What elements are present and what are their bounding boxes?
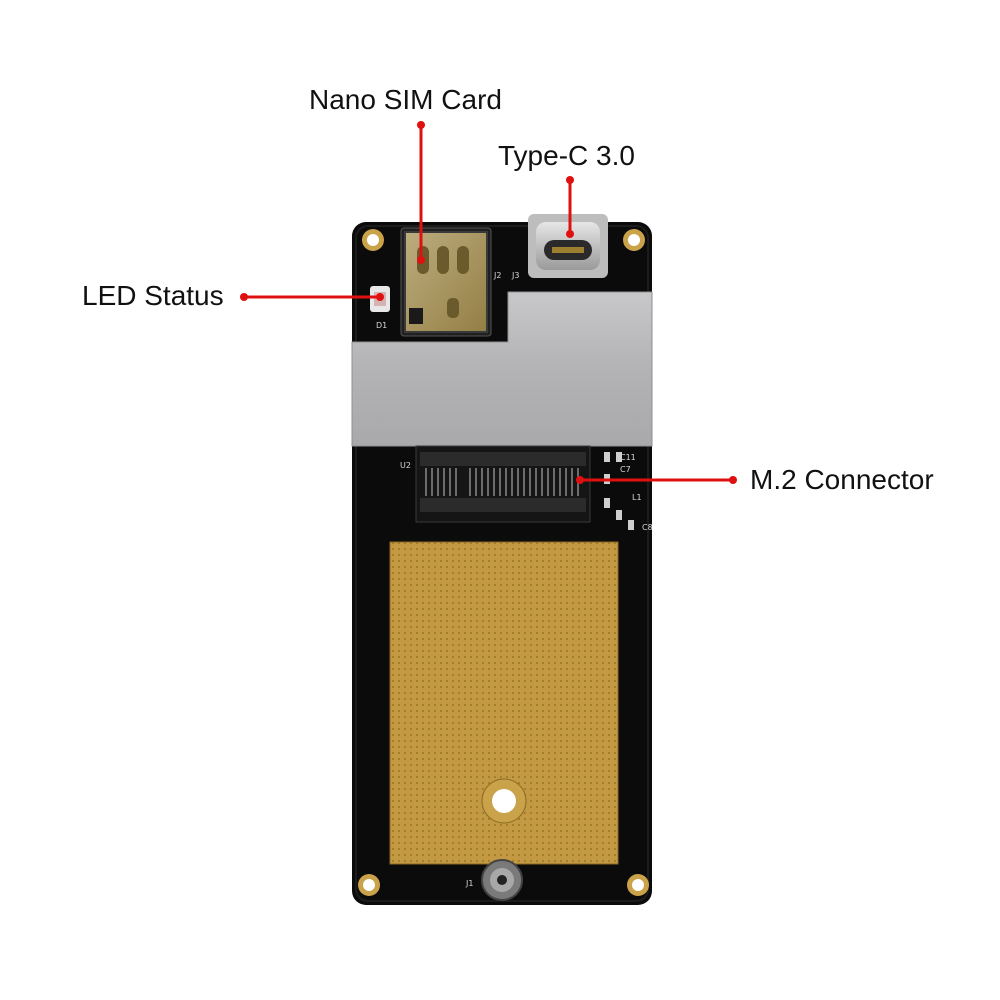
screw-standoff [481, 859, 523, 901]
label-type-c: Type-C 3.0 [498, 140, 635, 171]
label-m2-connector: M.2 Connector [750, 464, 934, 495]
mounting-hole-bottom-left [358, 874, 380, 896]
mounting-hole-top-right [623, 229, 645, 251]
silk-c8: C8 [642, 523, 653, 532]
silk-c11: C11 [620, 453, 636, 462]
silk-j3: J3 [511, 271, 519, 280]
label-led-status: LED Status [82, 280, 224, 311]
silk-j1: J1 [465, 879, 473, 888]
rf-shield-can [351, 291, 653, 447]
m2-connector-slot [415, 445, 591, 523]
silk-u2: U2 [400, 461, 411, 470]
callout-led-leader [240, 293, 384, 301]
card-standoff-hole [481, 778, 527, 824]
silk-j2: J2 [493, 271, 501, 280]
callout-nano-sim-leader [417, 121, 425, 264]
mounting-hole-top-left [362, 229, 384, 251]
silk-d1: D1 [376, 321, 387, 330]
nano-sim-slot [400, 227, 492, 337]
silk-c7: C7 [620, 465, 631, 474]
callout-m2-leader [576, 476, 737, 484]
silk-l1: L1 [632, 493, 642, 502]
callout-type-c-leader [566, 176, 574, 238]
usb-type-c-port [528, 214, 608, 278]
mounting-hole-bottom-right [627, 874, 649, 896]
label-nano-sim-card: Nano SIM Card [309, 84, 502, 115]
